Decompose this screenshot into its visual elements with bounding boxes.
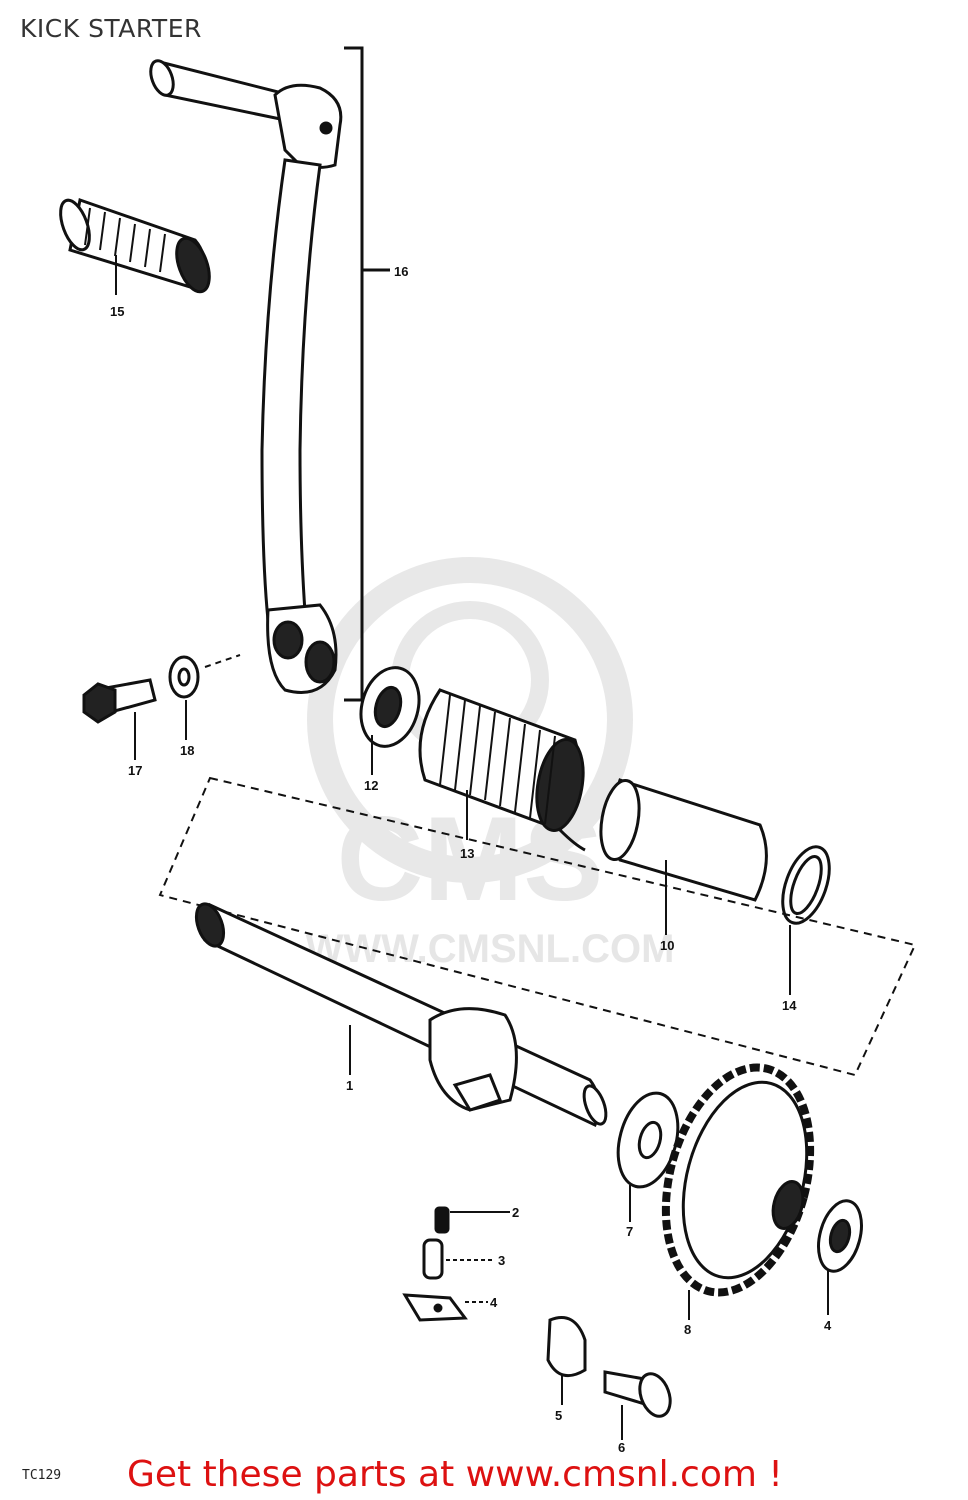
gear-washer	[817, 1199, 863, 1273]
callout-labels: 1 2 3 4 4 5 6 7 8 10 12 13 14 15 16 17 1…	[110, 264, 832, 1455]
watermark-url: WWW.CMSNL.COM	[306, 927, 675, 971]
callout-8: 8	[684, 1322, 691, 1337]
spring-guide	[599, 778, 768, 902]
figure-code: TC129	[22, 1468, 62, 1483]
stopper-cam	[546, 1316, 587, 1378]
promo-link[interactable]: Get these parts at www.cmsnl.com !	[127, 1454, 783, 1495]
lever-washer	[168, 655, 200, 699]
callout-4b: 4	[824, 1318, 832, 1333]
thrust-washer	[781, 845, 831, 925]
lever-bolt	[82, 678, 157, 724]
return-spring	[418, 688, 586, 852]
callout-4: 4	[490, 1295, 498, 1310]
callout-14: 14	[782, 998, 797, 1013]
callout-2: 2	[512, 1205, 519, 1220]
leader-lines	[115, 255, 829, 1440]
callout-15: 15	[110, 304, 124, 319]
shaft-washer	[616, 1091, 680, 1189]
kick-lever	[149, 59, 343, 694]
kick-gear	[661, 1063, 815, 1297]
callout-17: 17	[128, 763, 142, 778]
lever-bracket	[344, 46, 390, 702]
pawl-pin	[422, 1238, 444, 1280]
callout-1: 1	[346, 1078, 353, 1093]
callout-18: 18	[180, 743, 194, 758]
callout-5: 5	[555, 1408, 562, 1423]
spacer-ring	[359, 666, 421, 748]
callout-10: 10	[660, 938, 674, 953]
callout-7: 7	[626, 1224, 633, 1239]
subassembly-outline	[158, 776, 917, 1077]
kick-shaft	[194, 902, 608, 1128]
callout-6: 6	[618, 1440, 625, 1455]
kick-grip	[59, 198, 211, 294]
callout-16: 16	[394, 264, 408, 279]
pawl-spring	[434, 1206, 450, 1234]
callout-13: 13	[460, 846, 474, 861]
callout-3: 3	[498, 1253, 505, 1268]
stopper-bolt	[603, 1370, 672, 1418]
pawl-plate	[402, 1293, 468, 1322]
page-title: KICK STARTER	[20, 14, 202, 43]
callout-12: 12	[364, 778, 378, 793]
